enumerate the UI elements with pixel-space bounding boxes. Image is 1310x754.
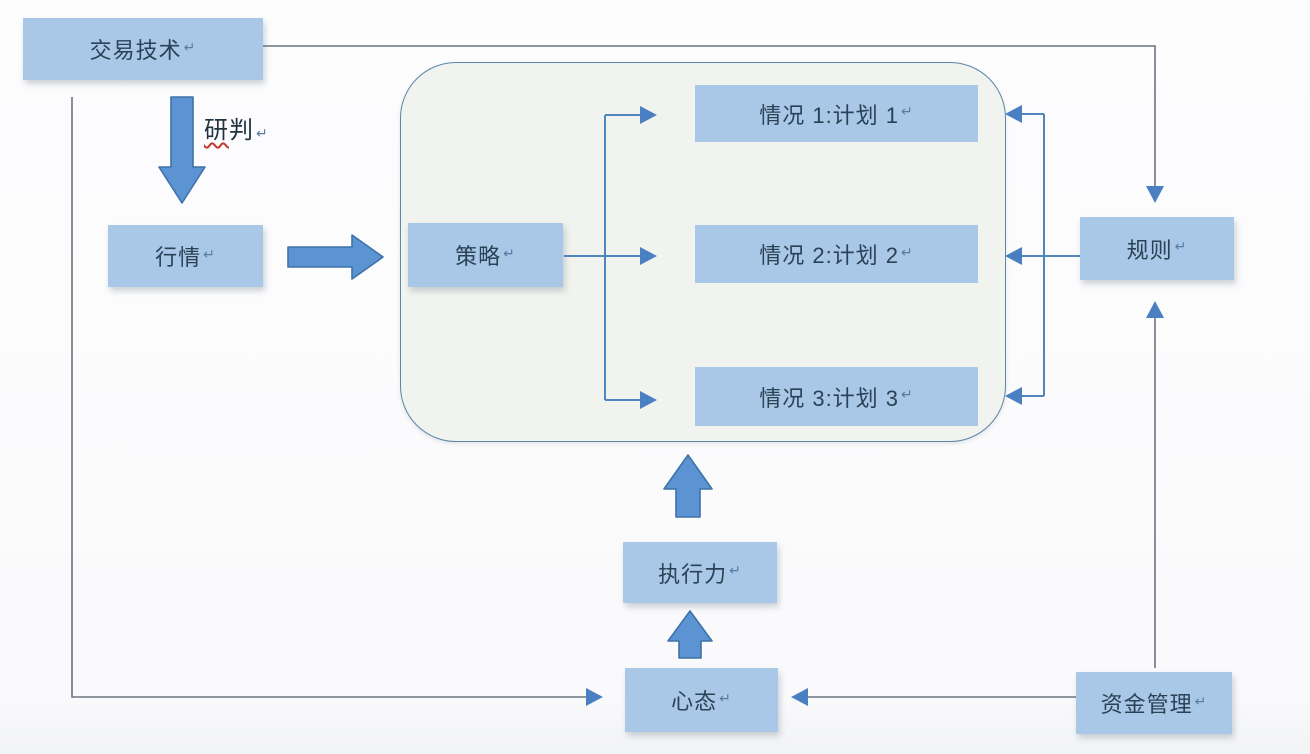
arrowhead-into-case1-right bbox=[1005, 105, 1022, 123]
node-case3: 情况 3:计划 3↵ bbox=[695, 367, 978, 426]
node-money-mgmt-label: 资金管理 bbox=[1100, 692, 1193, 717]
node-strategy-label: 策略 bbox=[455, 244, 502, 269]
thick-arrow-market-to-strategy bbox=[287, 234, 384, 280]
return-mark-icon: ↵ bbox=[719, 689, 732, 706]
return-mark-icon: ↵ bbox=[183, 38, 197, 55]
edge-label-analysis-underlined: 研 bbox=[204, 117, 229, 144]
return-mark-icon: ↵ bbox=[256, 125, 269, 141]
arrowhead-left-into-mindset bbox=[791, 688, 808, 706]
return-mark-icon: ↵ bbox=[729, 562, 742, 578]
node-case2-label: 情况 2:计划 2 bbox=[759, 243, 900, 268]
return-mark-icon: ↵ bbox=[503, 244, 516, 261]
arrowhead-up-into-rules bbox=[1146, 301, 1164, 318]
node-mindset: 心态↵ bbox=[625, 668, 778, 732]
node-case2: 情况 2:计划 2↵ bbox=[695, 225, 978, 283]
thick-arrow-trading-tech-to-market bbox=[158, 96, 206, 204]
thick-arrow-execution-to-container bbox=[663, 454, 713, 518]
return-mark-icon: ↵ bbox=[203, 245, 216, 262]
node-mindset-label: 心态 bbox=[671, 689, 718, 714]
node-trading-tech-label: 交易技术 bbox=[89, 38, 182, 63]
node-case1-label: 情况 1:计划 1 bbox=[759, 102, 900, 128]
node-market-label: 行情 bbox=[155, 245, 202, 270]
node-rules-label: 规则 bbox=[1126, 237, 1173, 263]
return-mark-icon: ↵ bbox=[901, 386, 914, 402]
return-mark-icon: ↵ bbox=[901, 103, 914, 119]
edge-label-analysis: 研判↵ bbox=[204, 110, 269, 145]
arrowhead-down-into-rules bbox=[1146, 186, 1164, 203]
thick-arrow-mindset-to-execution bbox=[667, 610, 713, 659]
node-market: 行情↵ bbox=[108, 225, 263, 287]
node-strategy: 策略↵ bbox=[408, 223, 563, 287]
node-execution: 执行力↵ bbox=[623, 542, 777, 603]
node-money-mgmt: 资金管理↵ bbox=[1076, 672, 1232, 734]
return-mark-icon: ↵ bbox=[1194, 692, 1208, 709]
arrowhead-right-into-mindset bbox=[586, 688, 603, 706]
node-execution-label: 执行力 bbox=[658, 561, 728, 587]
return-mark-icon: ↵ bbox=[1174, 238, 1188, 254]
return-mark-icon: ↵ bbox=[901, 243, 914, 260]
node-case1: 情况 1:计划 1↵ bbox=[695, 85, 978, 142]
node-trading-tech: 交易技术↵ bbox=[23, 18, 263, 80]
arrowhead-into-case2-right bbox=[1005, 247, 1022, 265]
arrowhead-into-case3-right bbox=[1005, 387, 1022, 405]
node-case3-label: 情况 3:计划 3 bbox=[759, 385, 900, 411]
node-rules: 规则↵ bbox=[1080, 217, 1234, 280]
edge-label-analysis-rest: 判 bbox=[229, 117, 254, 144]
